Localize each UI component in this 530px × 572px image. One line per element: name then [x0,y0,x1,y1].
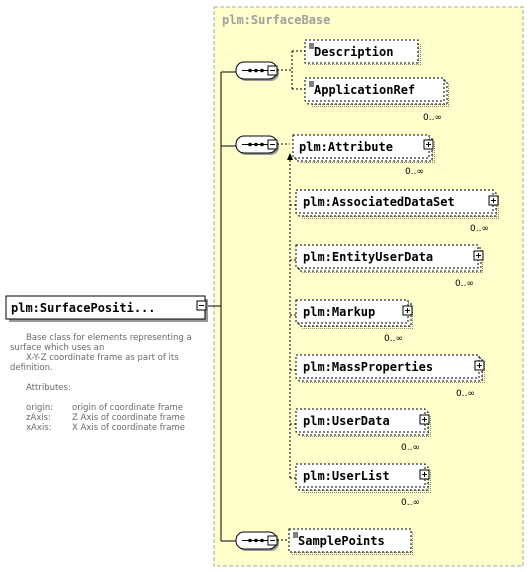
doc-attributes-heading: Attributes: [26,383,71,393]
plm-userlist-expand-icon[interactable] [419,469,430,480]
element-applicationref-label: ApplicationRef [314,83,415,97]
element-plm-associateddataset-multiplicity: 0..∞ [470,224,489,234]
element-plm-attribute[interactable]: plm:Attribute 0..∞ [292,134,435,177]
doc-intro-line-3: X-Y-Z coordinate frame as part of its [26,353,179,363]
element-plm-markup[interactable]: plm:Markup 0..∞ [295,299,414,344]
element-plm-massproperties-multiplicity: 0..∞ [456,389,475,399]
element-plm-userlist-label: plm:UserList [303,469,390,483]
doc-intro-line-1: Base class for elements representing a [26,333,192,343]
sequence-2-branches [277,143,296,479]
doc-intro-line-2: surface which uses an [10,343,105,353]
sequence-compositor-2[interactable] [235,135,279,155]
element-description[interactable]: Description [304,39,421,66]
plm-massproperties-expand-icon[interactable] [474,360,485,371]
element-plm-userlist[interactable]: plm:UserList 0..∞ [295,463,431,508]
element-plm-associateddataset[interactable]: plm:AssociatedDataSet 0..∞ [295,189,499,234]
element-plm-attribute-multiplicity: 0..∞ [405,167,424,177]
element-plm-massproperties-label: plm:MassProperties [303,360,433,374]
root-expand-icon[interactable] [196,300,207,311]
doc-attribute-desc: Z Axis of coordinate frame [72,413,185,423]
doc-attribute-name: zAxis: [26,413,51,423]
doc-attribute-row: zAxis: Z Axis of coordinate frame [10,413,210,423]
element-plm-userlist-multiplicity: 0..∞ [401,498,420,508]
sequence-1-branches [277,50,305,90]
plm-attribute-expand-icon[interactable] [423,139,434,150]
doc-attribute-desc: origin of coordinate frame [72,403,184,413]
element-plm-associateddataset-label: plm:AssociatedDataSet [303,195,455,209]
group-title: plm:SurfaceBase [222,13,330,27]
element-plm-userdata-label: plm:UserData [303,414,390,428]
root-element-label: plm:SurfacePositi... [11,301,156,315]
element-plm-attribute-label: plm:Attribute [299,140,393,154]
doc-attribute-name: origin: [26,403,54,413]
element-samplepoints[interactable]: SamplePoints [288,528,414,555]
sequence-compositor-1[interactable] [235,61,279,81]
plm-entityuserdata-expand-icon[interactable] [473,250,484,261]
sequence-compositor-3[interactable] [235,531,279,551]
doc-attribute-desc: X Axis of coordinate frame [72,423,185,433]
recursion-arrow-icon [287,153,293,160]
element-plm-entityuserdata-label: plm:EntityUserData [303,250,433,264]
doc-attribute-name: xAxis: [26,423,52,433]
element-applicationref[interactable]: ApplicationRef 0..∞ [304,77,450,123]
doc-intro-line-4: definition. [10,363,53,373]
element-plm-userdata-multiplicity: 0..∞ [401,443,420,453]
doc-attribute-row: xAxis: X Axis of coordinate frame [10,423,210,433]
doc-attribute-row: origin: origin of coordinate frame [10,403,210,413]
element-description-label: Description [314,45,393,59]
plm-markup-expand-icon[interactable] [402,305,413,316]
root-connectors [208,71,236,542]
doc-attributes-list: origin: origin of coordinate frame zAxis… [10,403,210,433]
element-plm-markup-multiplicity: 0..∞ [384,334,403,344]
root-element[interactable]: plm:SurfacePositi... [5,295,208,322]
element-plm-entityuserdata[interactable]: plm:EntityUserData 0..∞ [295,244,484,289]
plm-userdata-expand-icon[interactable] [419,414,430,425]
element-plm-userdata[interactable]: plm:UserData 0..∞ [295,408,431,453]
documentation-annotation: Base class for elements representing a s… [10,333,210,433]
element-plm-entityuserdata-multiplicity: 0..∞ [455,279,474,289]
element-plm-massproperties[interactable]: plm:MassProperties 0..∞ [295,354,485,399]
element-samplepoints-label: SamplePoints [298,534,385,548]
element-plm-markup-label: plm:Markup [303,305,375,319]
plm-associateddataset-expand-icon[interactable] [488,195,499,206]
element-applicationref-multiplicity: 0..∞ [423,113,442,123]
